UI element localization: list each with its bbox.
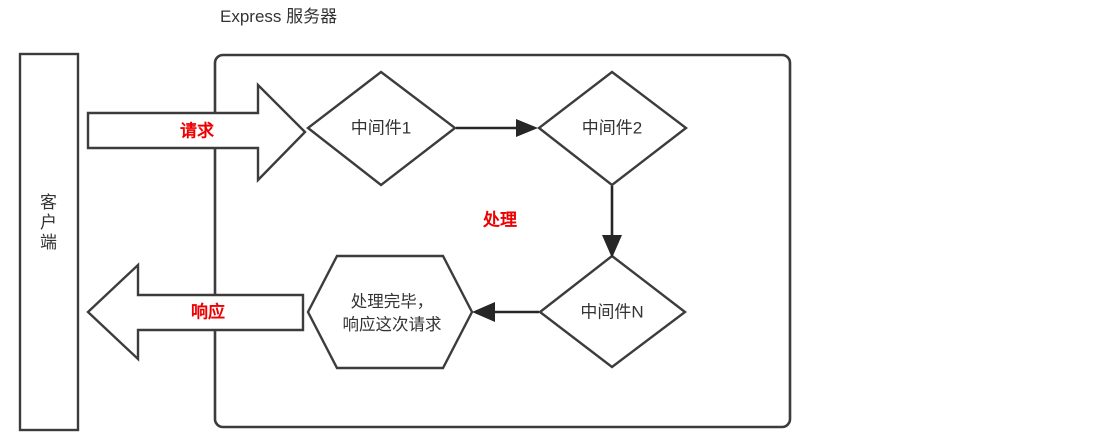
server-title: Express 服务器 <box>220 7 337 26</box>
node-middleware-n-label: 中间件N <box>580 302 643 321</box>
node-done-label-line1: 处理完毕， <box>351 292 434 311</box>
request-block-arrow <box>86 82 307 183</box>
node-done-label-line2: 响应这次请求 <box>343 315 442 334</box>
node-done <box>306 254 474 370</box>
node-middleware-1 <box>306 70 457 187</box>
express-server-container <box>213 53 792 429</box>
response-label: 响应 <box>191 301 225 321</box>
request-label: 请求 <box>180 120 214 140</box>
edge-mwn-to-done-arrowhead <box>472 302 495 322</box>
edge-mw2-to-mwn-arrowhead <box>602 235 622 258</box>
node-middleware-n <box>538 254 687 369</box>
client-box-label: 客户端 <box>37 193 56 253</box>
node-middleware-1-label: 中间件1 <box>351 118 411 137</box>
node-middleware-2-label: 中间件2 <box>582 118 642 137</box>
client-box <box>18 52 80 432</box>
node-middleware-2 <box>537 70 688 187</box>
response-block-arrow <box>86 262 305 362</box>
edge-processing-label: 处理 <box>482 209 517 229</box>
edge-mw1-to-mw2-arrowhead <box>516 119 538 137</box>
